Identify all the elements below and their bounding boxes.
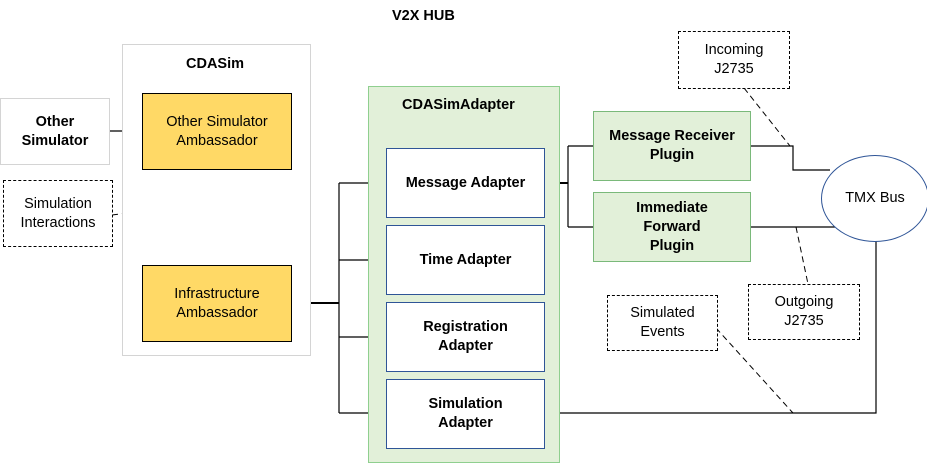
simulation-interactions-note: Simulation Interactions [3,180,113,247]
cdasim-adapter-label: CDASimAdapter [402,97,515,113]
cdasim-label: CDASim [186,56,245,72]
message-receiver-plugin-box: Message Receiver Plugin [593,111,751,181]
other-simulator-box: Other Simulator [0,98,110,165]
registration-adapter-box: Registration Adapter [386,302,545,372]
immediate-forward-plugin-box: Immediate Forward Plugin [593,192,751,262]
other-simulator-ambassador-box: Other Simulator Ambassador [142,93,292,170]
time-adapter-box: Time Adapter [386,225,545,295]
outgoing-j2735-note: Outgoing J2735 [748,284,860,340]
infrastructure-ambassador-box: Infrastructure Ambassador [142,265,292,342]
tmx-bus-node: TMX Bus [821,155,927,242]
diagram-title: V2X HUB [392,8,455,24]
incoming-j2735-note: Incoming J2735 [678,31,790,89]
simulation-adapter-box: Simulation Adapter [386,379,545,449]
simulated-events-note: Simulated Events [607,295,718,351]
message-adapter-box: Message Adapter [386,148,545,218]
